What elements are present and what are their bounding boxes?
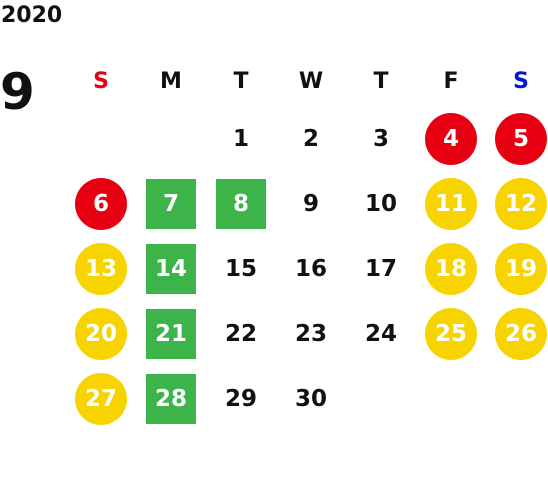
day-cell: 9	[276, 171, 346, 236]
empty-cell	[486, 366, 548, 431]
day-cell: 27	[66, 366, 136, 431]
day-number: 30	[294, 385, 327, 412]
day-cell: 23	[276, 301, 346, 366]
day-number: 6	[75, 177, 127, 230]
day-number	[75, 113, 127, 165]
day-cell: 18	[416, 236, 486, 301]
day-cell: 8	[206, 171, 276, 236]
day-number: 25	[425, 307, 477, 360]
day-cell: 20	[66, 301, 136, 366]
day-cell: 14	[136, 236, 206, 301]
empty-cell	[346, 366, 416, 431]
month-number: 9	[0, 63, 35, 121]
day-number: 13	[75, 242, 127, 295]
day-number: 20	[75, 307, 127, 360]
day-cell: 7	[136, 171, 206, 236]
day-cell: 2	[276, 106, 346, 171]
day-cell: 6	[66, 171, 136, 236]
day-cell: 15	[206, 236, 276, 301]
weekday-header: S	[93, 68, 109, 94]
weekday-header: F	[443, 68, 459, 94]
day-cell: 16	[276, 236, 346, 301]
day-cell: 12	[486, 171, 548, 236]
day-number: 9	[302, 190, 319, 217]
day-number: 27	[75, 372, 127, 425]
day-number: 11	[425, 177, 477, 230]
day-cell: 17	[346, 236, 416, 301]
day-number: 17	[364, 255, 397, 282]
day-number	[495, 373, 547, 425]
day-cell: 3	[346, 106, 416, 171]
day-cell: 19	[486, 236, 548, 301]
day-number: 12	[495, 177, 547, 230]
day-number: 21	[146, 308, 196, 359]
weekday-header: S	[513, 68, 529, 94]
day-number: 7	[146, 178, 196, 229]
day-number: 18	[425, 242, 477, 295]
day-number: 23	[294, 320, 327, 347]
weekday-header: T	[373, 68, 389, 94]
day-cell: 28	[136, 366, 206, 431]
day-number: 1	[232, 125, 249, 152]
empty-cell	[66, 106, 136, 171]
day-cell: 25	[416, 301, 486, 366]
day-cell: 21	[136, 301, 206, 366]
day-number: 19	[495, 242, 547, 295]
day-cell: 11	[416, 171, 486, 236]
day-number: 16	[294, 255, 327, 282]
day-number	[425, 373, 477, 425]
day-number: 14	[146, 243, 196, 294]
empty-cell	[416, 366, 486, 431]
day-number: 22	[224, 320, 257, 347]
day-cell: 5	[486, 106, 548, 171]
day-number	[145, 113, 197, 165]
day-number: 26	[495, 307, 547, 360]
day-number: 10	[364, 190, 397, 217]
weekday-header: T	[233, 68, 249, 94]
day-number: 4	[425, 112, 477, 165]
day-cell: 10	[346, 171, 416, 236]
day-cell: 26	[486, 301, 548, 366]
day-cell: 13	[66, 236, 136, 301]
weekday-header: W	[298, 68, 324, 94]
day-number: 8	[216, 178, 266, 229]
day-cell: 30	[276, 366, 346, 431]
day-cell: 4	[416, 106, 486, 171]
weekday-header: M	[160, 68, 182, 94]
day-cell: 22	[206, 301, 276, 366]
day-number: 29	[224, 385, 257, 412]
day-cell: 29	[206, 366, 276, 431]
year-label: 2020	[1, 3, 63, 28]
day-number: 28	[146, 373, 196, 424]
day-cell: 24	[346, 301, 416, 366]
day-number: 3	[372, 125, 389, 152]
empty-cell	[136, 106, 206, 171]
day-number: 5	[495, 112, 547, 165]
day-number: 15	[224, 255, 257, 282]
day-number: 2	[302, 125, 319, 152]
day-number: 24	[364, 320, 397, 347]
day-cell: 1	[206, 106, 276, 171]
day-number	[355, 373, 407, 425]
